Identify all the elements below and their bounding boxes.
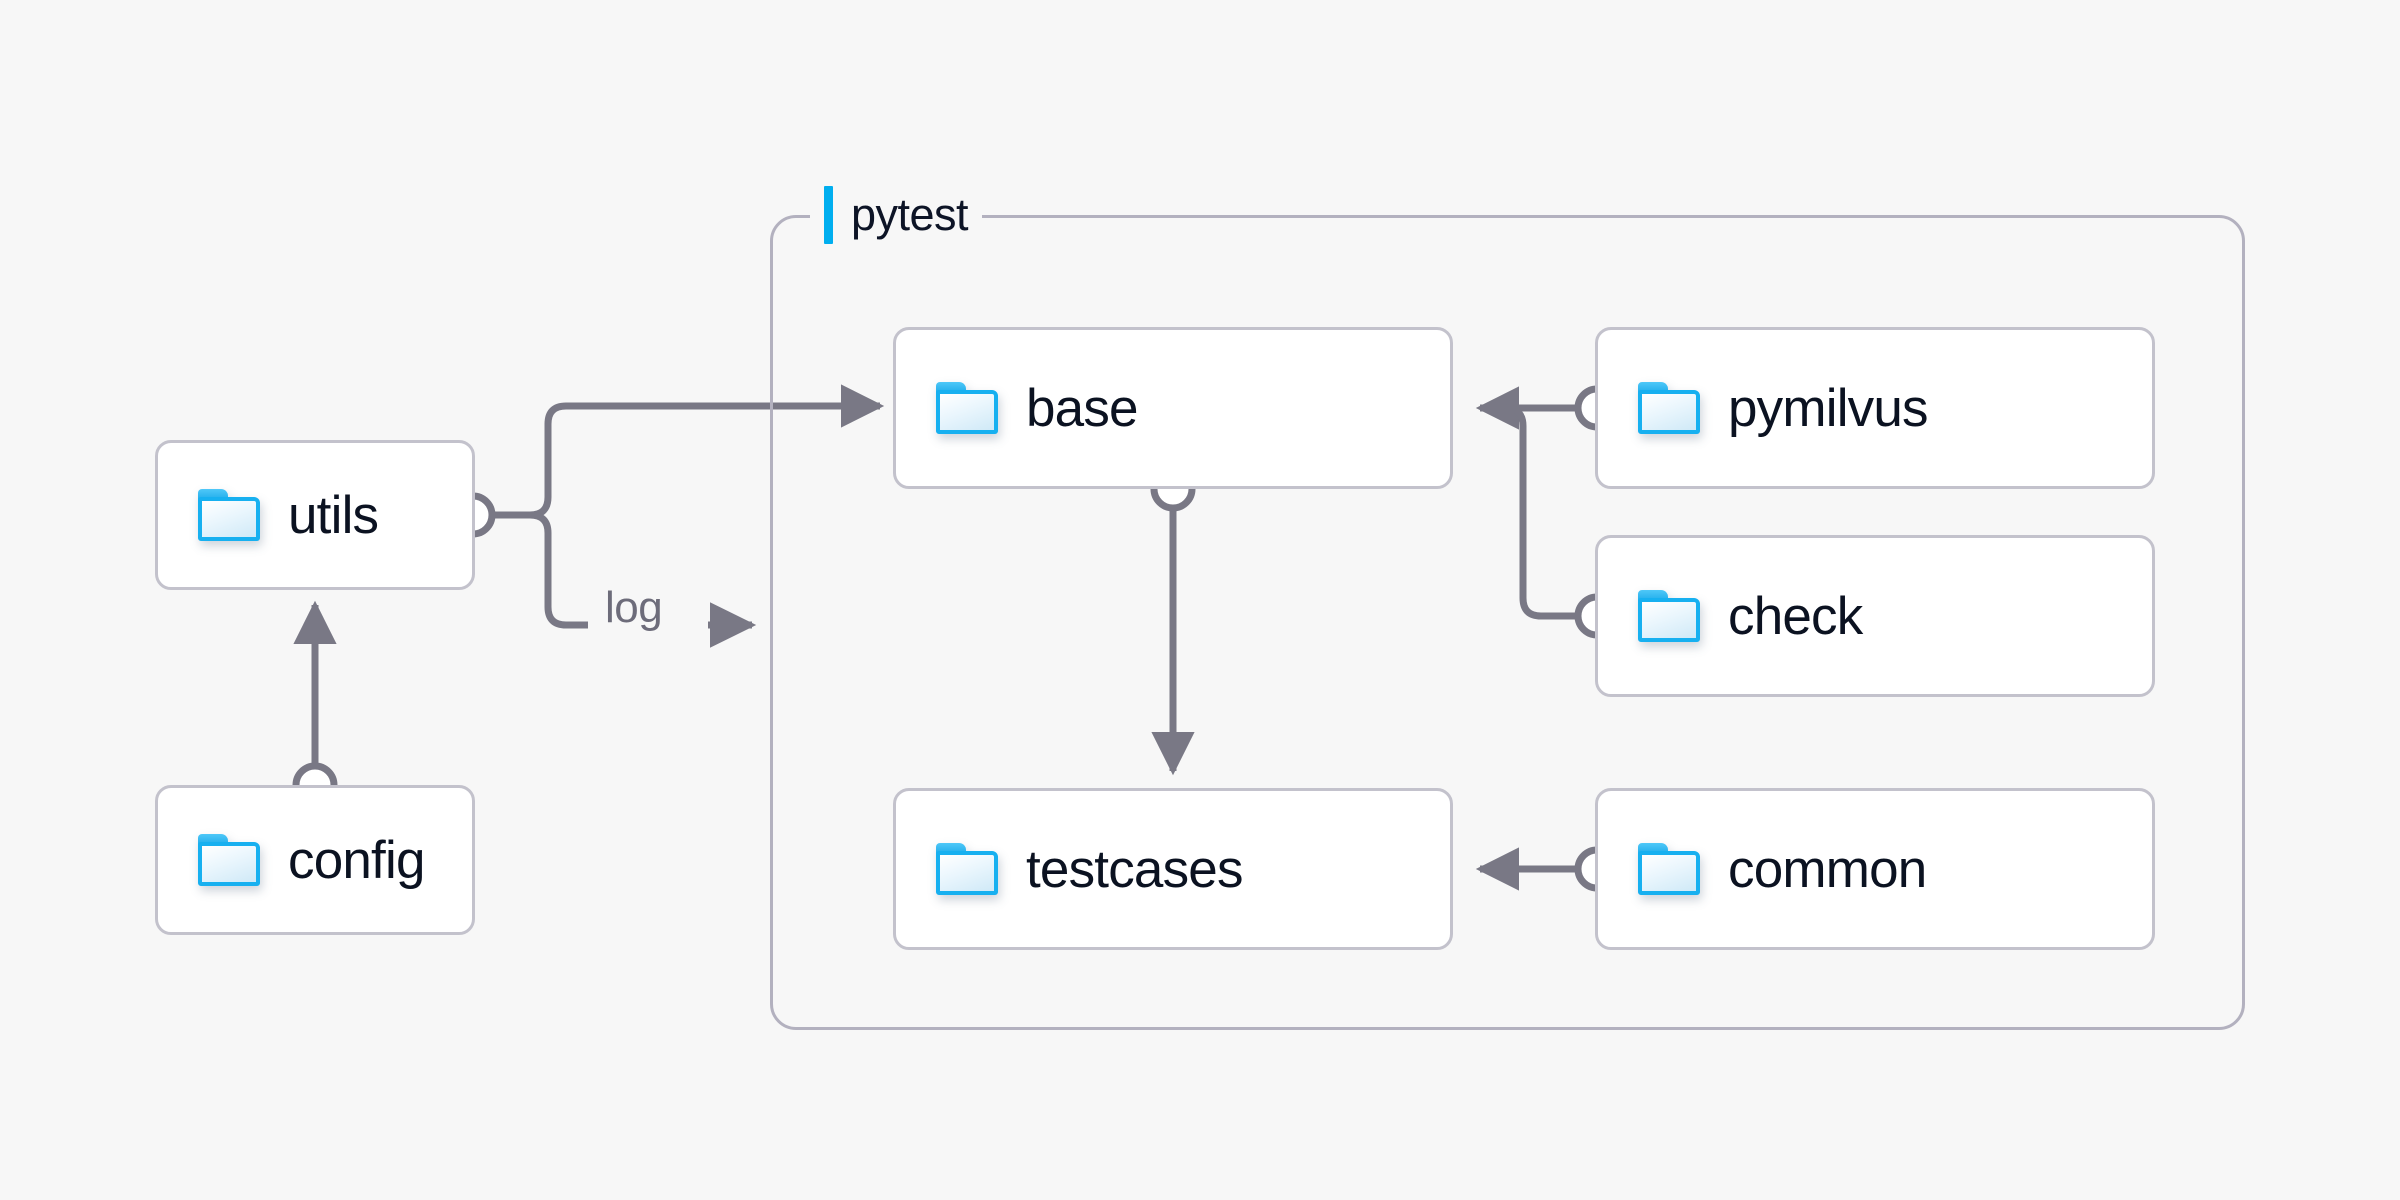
node-utils[interactable]: utils xyxy=(155,440,475,590)
folder-icon xyxy=(936,843,998,895)
node-check[interactable]: check xyxy=(1595,535,2155,697)
folder-icon xyxy=(1638,590,1700,642)
group-pytest-label: pytest xyxy=(810,185,983,245)
edge-label-log: log xyxy=(605,583,663,632)
group-pytest[interactable] xyxy=(770,215,2245,1030)
folder-icon xyxy=(936,382,998,434)
node-pymilvus[interactable]: pymilvus xyxy=(1595,327,2155,489)
node-check-label: check xyxy=(1728,586,1863,646)
folder-icon xyxy=(1638,843,1700,895)
node-utils-label: utils xyxy=(288,485,379,545)
edge-check-to-base xyxy=(1484,404,1578,620)
accent-bar-icon xyxy=(824,186,833,244)
folder-icon xyxy=(198,834,260,886)
group-pytest-title: pytest xyxy=(851,189,969,240)
node-pymilvus-label: pymilvus xyxy=(1728,378,1929,438)
node-common[interactable]: common xyxy=(1595,788,2155,950)
node-base-label: base xyxy=(1026,378,1139,438)
edge-utils-to-log xyxy=(529,511,588,629)
folder-icon xyxy=(1638,382,1700,434)
folder-icon xyxy=(198,489,260,541)
node-base[interactable]: base xyxy=(893,327,1453,489)
node-common-label: common xyxy=(1728,839,1927,899)
node-config-label: config xyxy=(288,830,425,890)
node-config[interactable]: config xyxy=(155,785,475,935)
node-testcases[interactable]: testcases xyxy=(893,788,1453,950)
edge-utils-to-base xyxy=(529,384,885,519)
node-testcases-label: testcases xyxy=(1026,839,1243,899)
